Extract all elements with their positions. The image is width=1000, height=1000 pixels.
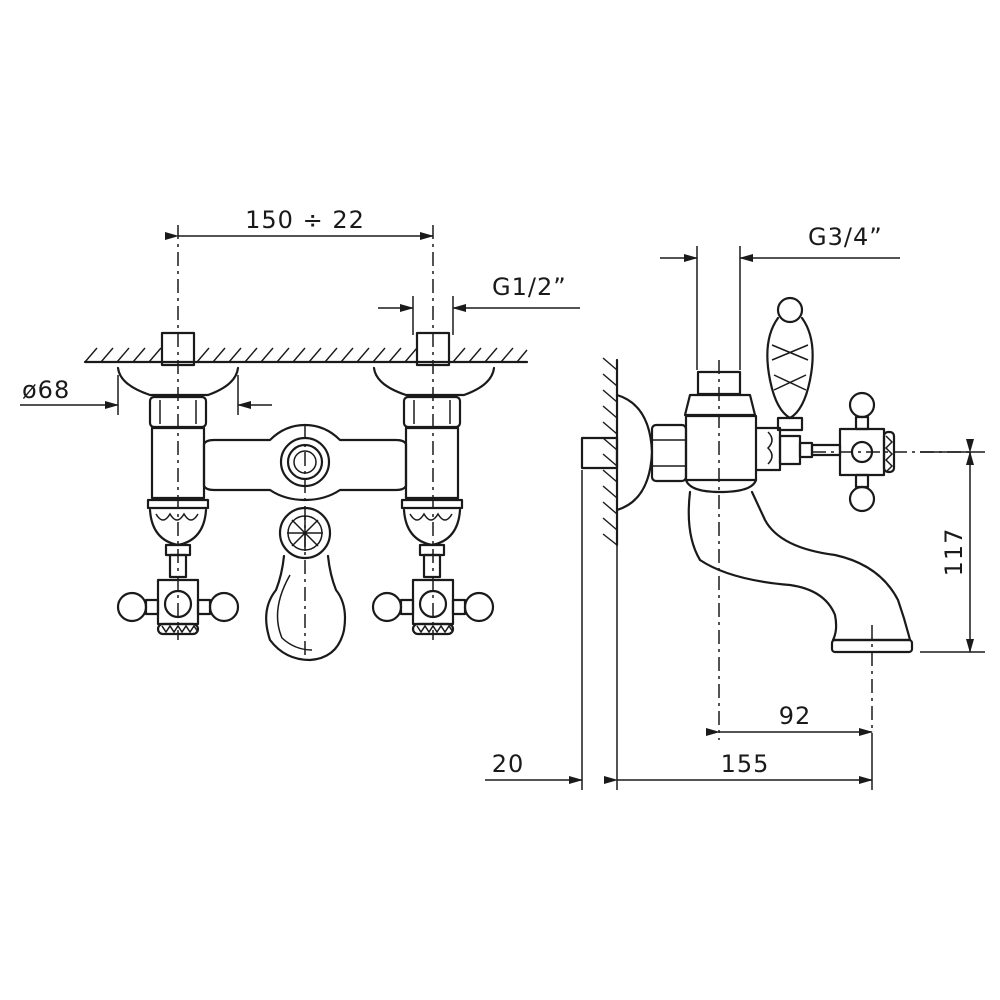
side-center-lines [718,360,970,740]
wall-offset-label: 20 [492,750,525,778]
front-view: 150 ÷ 22 G1/2” ø68 [20,206,580,662]
spout-front [265,554,347,662]
total-projection-label: 155 [721,750,770,778]
inlet-thread-label: G1/2” [492,273,567,301]
wall-top [83,347,529,364]
side-spout [687,490,914,654]
front-center-lines [177,225,434,660]
dimension-outlet-thread: G3/4” [660,223,900,370]
right-inlet [372,331,496,579]
flange-diameter-label: ø68 [22,376,70,404]
side-inlet [580,393,688,512]
dimension-wall-offset: 20 [485,470,618,790]
lever-handle [766,296,814,432]
wall-side [602,357,619,547]
dimension-flange-diameter: ø68 [20,375,272,415]
center-distance-label: 150 ÷ 22 [245,206,365,234]
dimension-inlet-thread: G1/2” [378,273,580,335]
side-body [683,370,814,494]
outlet-thread-label: G3/4” [808,223,883,251]
dimension-total-projection: 155 [604,740,873,790]
spout-height-label: 117 [940,528,968,577]
dimension-spout-height: 117 [920,439,985,653]
side-view: G3/4” 117 92 20 155 [485,223,985,790]
spout-reach-label: 92 [779,702,812,730]
dimension-spout-reach: 92 [706,702,873,736]
dimension-center-distance: 150 ÷ 22 [165,206,434,240]
